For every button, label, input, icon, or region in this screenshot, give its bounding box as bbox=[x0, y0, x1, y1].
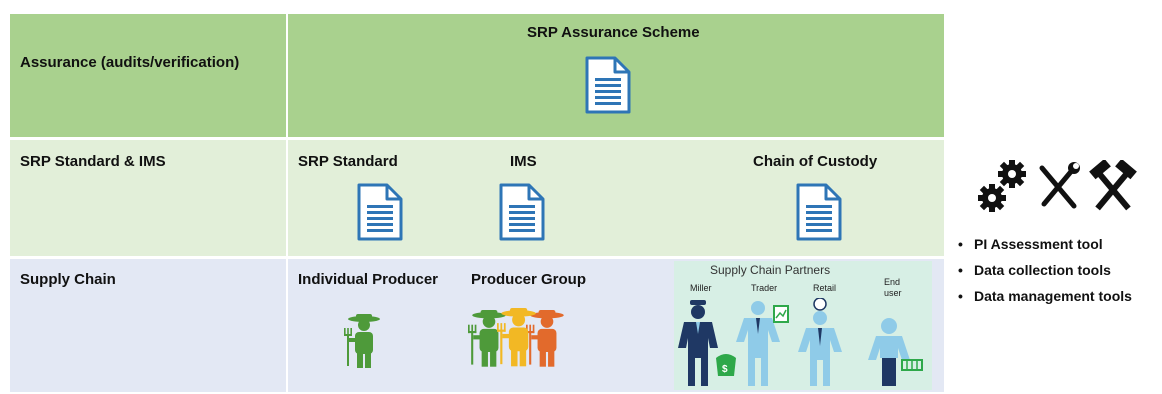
trader-label: Trader bbox=[751, 283, 778, 293]
gears-icon bbox=[978, 160, 1026, 212]
srp-standard-ims-label: SRP Standard & IMS bbox=[20, 153, 166, 170]
srp-assurance-scheme-label: SRP Assurance Scheme bbox=[527, 24, 700, 41]
row-supply-label-cell bbox=[10, 259, 286, 392]
farmer-icon bbox=[344, 314, 384, 370]
row-standard-label-cell bbox=[10, 140, 286, 256]
supply-chain-partners-icon: $ bbox=[678, 298, 923, 386]
chain-of-custody-document-icon bbox=[796, 183, 842, 241]
chain-of-custody-label: Chain of Custody bbox=[753, 153, 878, 170]
document-icon bbox=[585, 56, 631, 114]
wrench-screwdriver-icon bbox=[1039, 162, 1080, 209]
srp-standard-label: SRP Standard bbox=[298, 153, 398, 170]
hammer-pick-icon bbox=[1089, 160, 1137, 211]
retail-label: Retail bbox=[813, 283, 837, 293]
farmer-group-icon bbox=[468, 308, 564, 367]
svg-text:$: $ bbox=[722, 364, 728, 375]
assurance-label: Assurance (audits/verification) bbox=[20, 54, 240, 71]
supply-chain-label: Supply Chain bbox=[20, 271, 116, 288]
supply-chain-partners-title: Supply Chain Partners bbox=[710, 263, 831, 277]
end-user-label-line1: End bbox=[884, 277, 901, 287]
srp-standard-document-icon bbox=[357, 183, 403, 241]
tool-list-item: •PI Assessment tool bbox=[958, 236, 1103, 252]
miller-label: Miller bbox=[690, 283, 712, 293]
ims-label: IMS bbox=[510, 153, 537, 170]
tool-list-item: •Data management tools bbox=[958, 288, 1132, 304]
row-assurance-label-cell bbox=[10, 14, 286, 137]
producer-group-label: Producer Group bbox=[471, 271, 587, 288]
end-user-label-line2: user bbox=[884, 288, 902, 298]
tool-list-item: •Data collection tools bbox=[958, 262, 1111, 278]
ims-document-icon bbox=[499, 183, 545, 241]
individual-producer-label: Individual Producer bbox=[298, 271, 439, 288]
